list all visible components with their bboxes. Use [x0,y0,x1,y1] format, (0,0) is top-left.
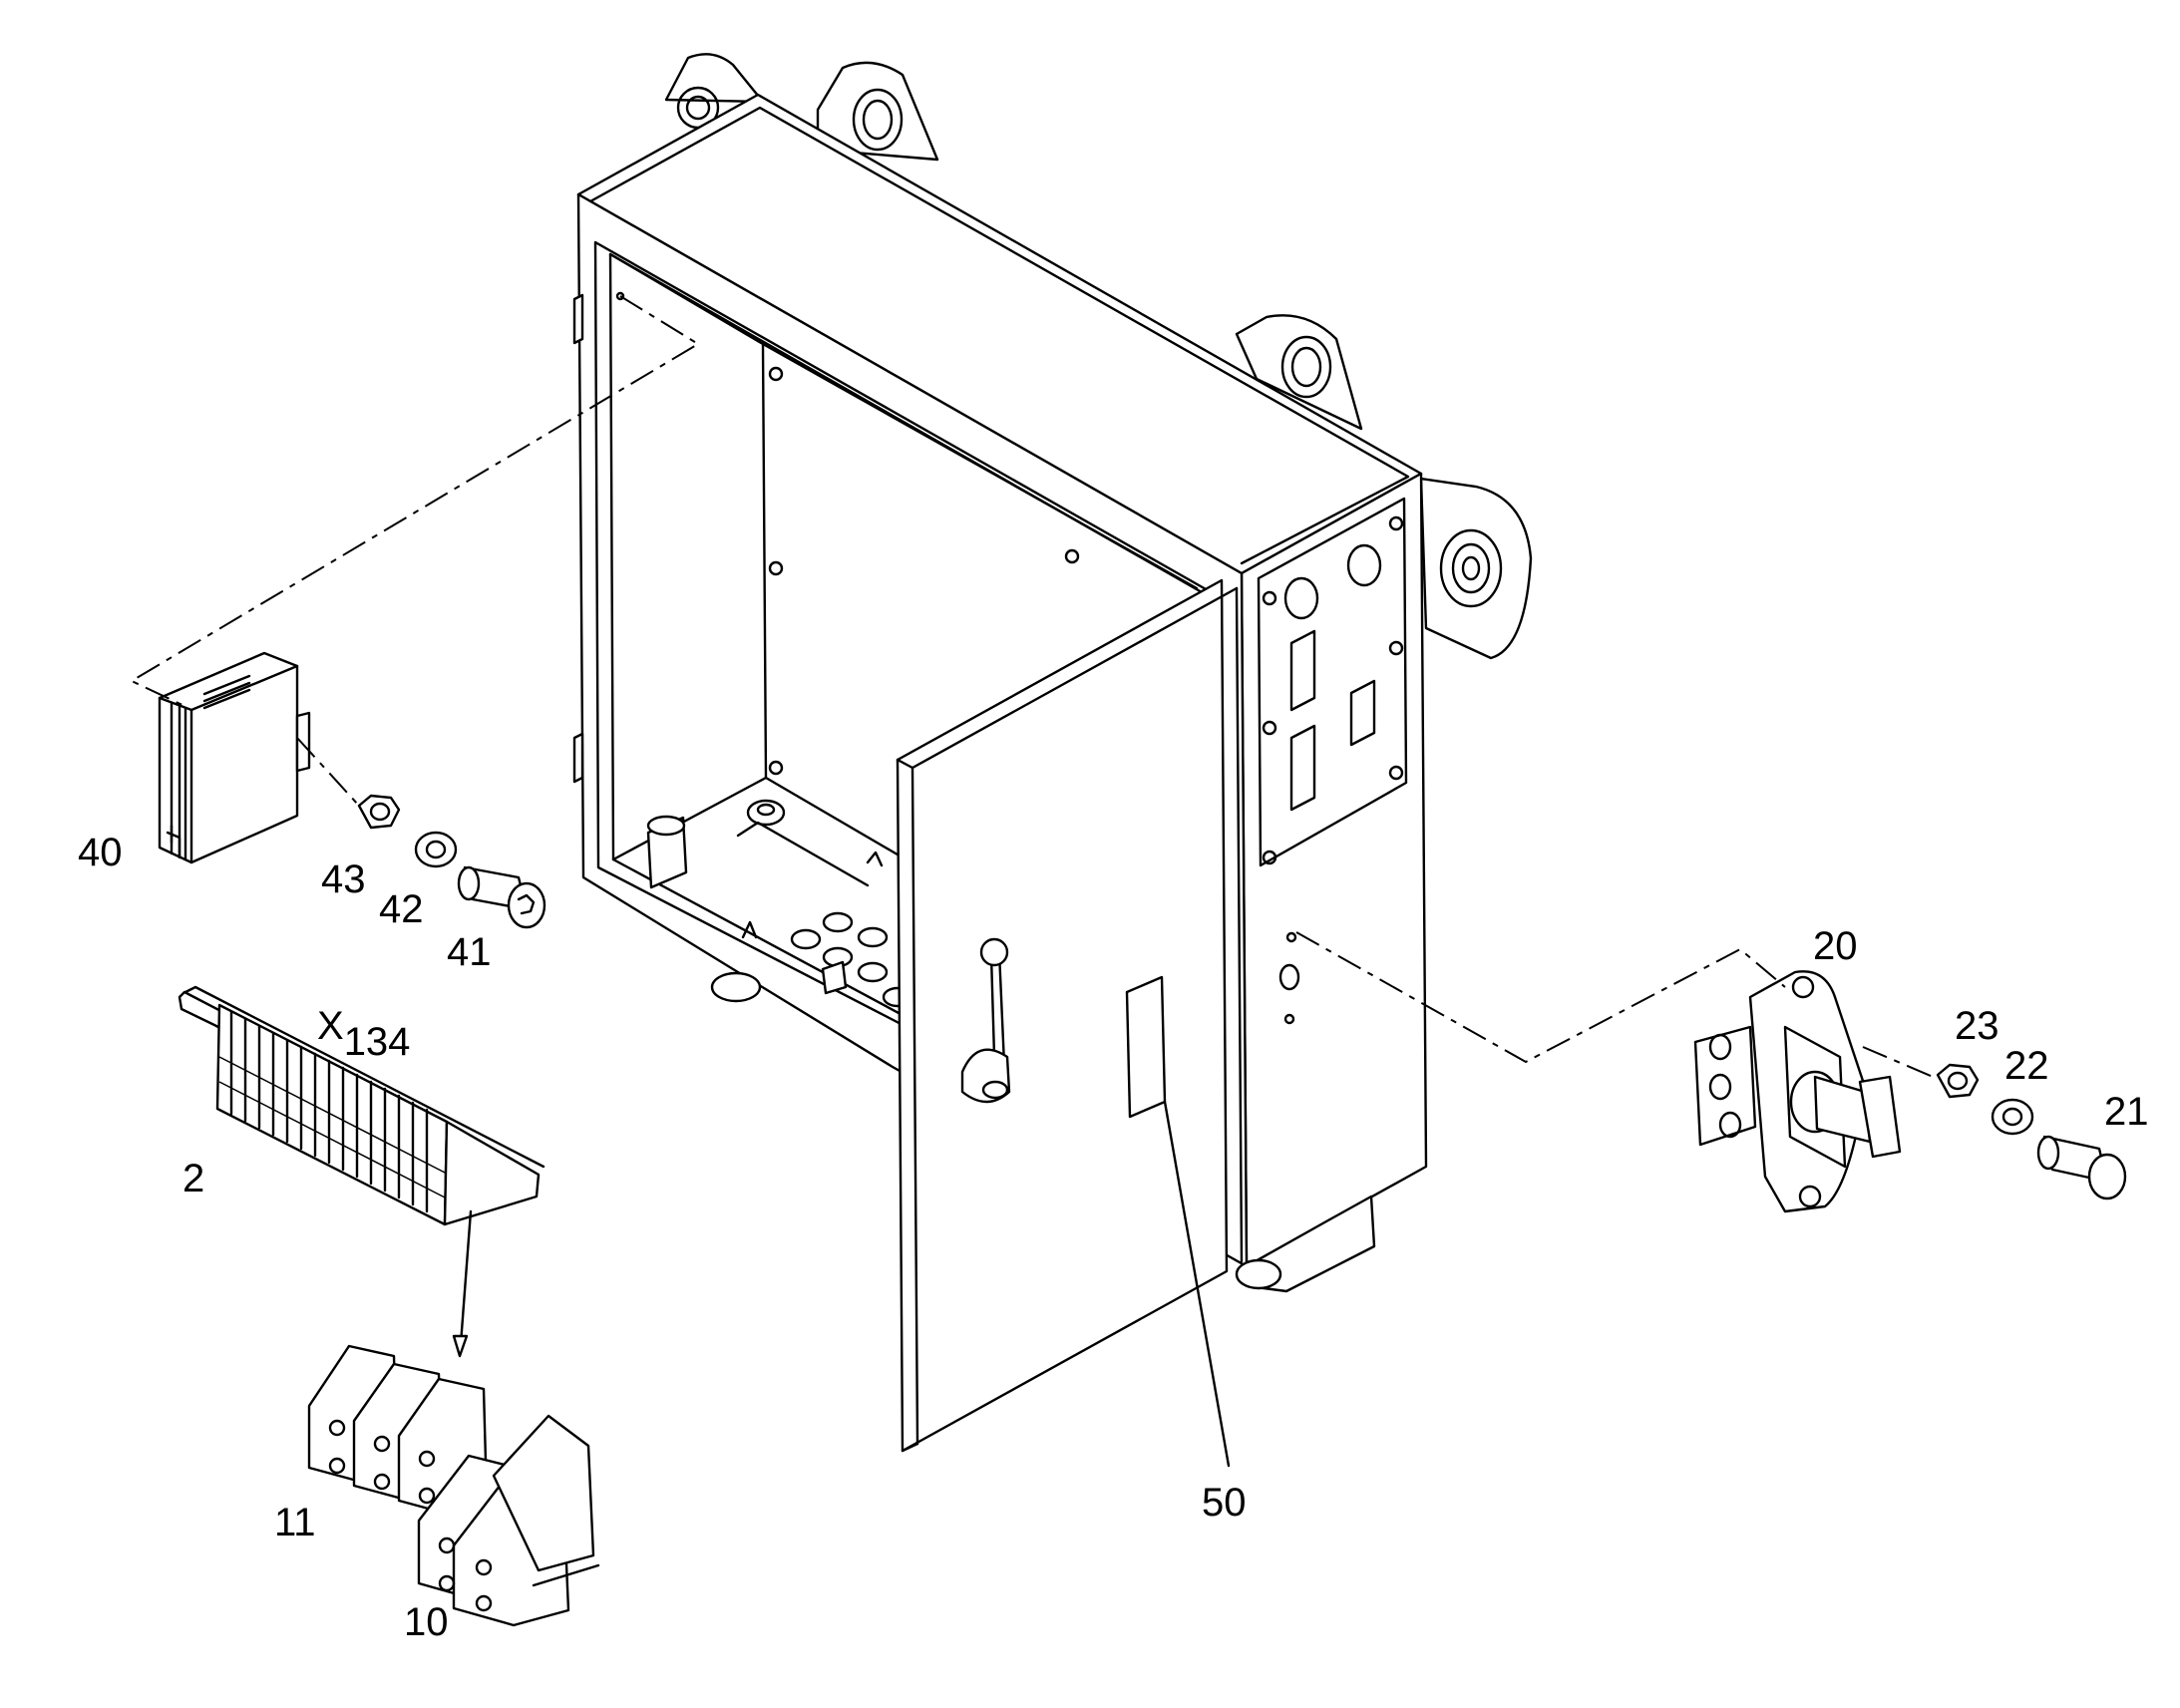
callout-42: 42 [379,887,424,931]
callout-2: 2 [182,1157,204,1200]
callout-50: 50 [1202,1481,1247,1525]
side-cutout-panel [1257,497,1408,867]
mounting-ear-top-middle [816,61,939,162]
callout-23: 23 [1955,1004,1999,1048]
part-43-nut [357,794,401,830]
callout-11: 11 [274,1501,316,1544]
door-handle [960,937,1011,1104]
part-2-terminal-rail [178,985,545,1226]
mounting-ear-top-left [664,53,765,130]
enclosure-door [896,578,1244,1453]
callout-22: 22 [2004,1044,2049,1088]
assembly-paths [129,295,1939,1468]
callout-40: 40 [78,831,123,874]
part-10-terminal-blocks [417,1414,600,1627]
terminal-group-label: X134 [317,1004,410,1064]
callouts: 40 43 42 41 2 11 10 50 20 23 22 21 X134 [78,831,2149,1644]
callout-10: 10 [404,1600,449,1644]
part-20-rotary-switch [1693,970,1902,1213]
door-label-plate [1125,975,1167,1119]
mounting-ear-right-lower [1419,477,1533,660]
callout-43: 43 [321,857,366,901]
part-21-screw [2036,1135,2127,1200]
part-11-terminal-blocks [307,1344,489,1516]
part-41-screw [457,865,546,929]
part-42-washer [414,831,458,868]
mounting-ear-right-upper [1235,314,1363,431]
callout-41: 41 [447,930,492,974]
part-40-heatsink [158,651,311,864]
callout-20: 20 [1813,924,1858,968]
part-22-washer [1991,1098,2034,1136]
callout-21: 21 [2104,1090,2149,1134]
part-23-nut [1936,1063,1980,1099]
